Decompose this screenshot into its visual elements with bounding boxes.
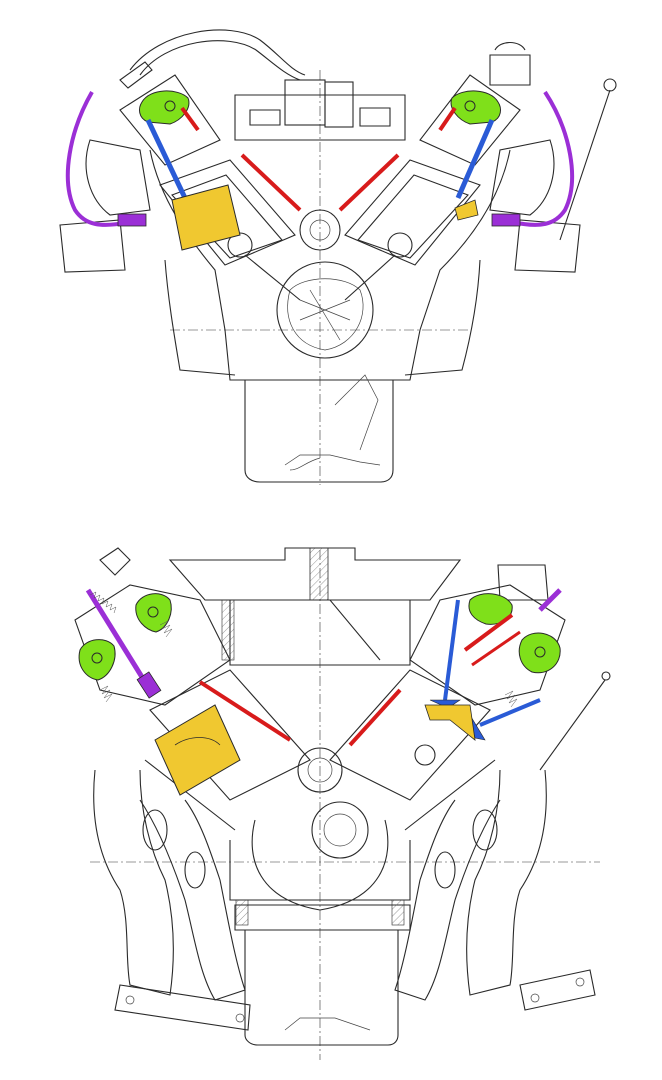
top-right-cylinder-head	[419, 74, 521, 166]
top-right-wrist-pin	[387, 232, 413, 258]
top-left-plug-wire	[65, 90, 131, 227]
top-left-plug-boot	[117, 213, 147, 227]
top-left-lifter-rod	[240, 153, 302, 212]
top-right-plug-wire	[511, 90, 575, 227]
top-engine-block	[149, 149, 511, 381]
top-right-cylinder-bank	[344, 159, 481, 266]
bottom-right-upper-valve-rod	[463, 613, 514, 652]
bottom-right-intake-valve-stem	[443, 599, 460, 701]
bottom-right-cam-cover	[497, 564, 549, 601]
bottom-right-spark-plug	[538, 588, 562, 612]
bottom-left-upper-cam-lobe	[135, 593, 172, 633]
bottom-left-lower-cam-lobe	[78, 639, 116, 681]
top-left-pushrod	[145, 118, 188, 200]
bottom-right-cylinder-head	[409, 584, 566, 706]
top-oil-pan	[244, 380, 394, 483]
top-camshaft	[299, 209, 341, 251]
top-right-pushrod	[455, 119, 495, 199]
top-left-mount-bracket	[59, 219, 126, 273]
top-right-exhaust	[489, 139, 555, 216]
top-left-valve-stem	[180, 106, 200, 132]
bottom-right-exhaust-headers	[394, 769, 596, 1011]
top-right-mount-bracket	[514, 219, 581, 273]
top-left-exhaust	[85, 139, 151, 216]
bottom-crankshaft-journal	[311, 801, 369, 859]
top-left-rocker-arm	[139, 90, 190, 125]
top-right-lifter-rod	[338, 153, 400, 212]
bottom-intake-plenum	[168, 547, 462, 601]
bottom-right-lower-cam-lobe	[518, 632, 561, 674]
top-crankshaft-counterweight	[276, 261, 374, 359]
bottom-right-combustion-chamber	[424, 704, 476, 741]
top-right-plug-boot	[491, 213, 521, 227]
bottom-left-exhaust-headers	[93, 769, 251, 1031]
bottom-camshaft	[297, 747, 343, 793]
bottom-left-spark-plug	[85, 588, 153, 692]
top-right-piston-crown	[454, 199, 479, 221]
bottom-right-wrist-pin	[414, 744, 436, 766]
bottom-right-exhaust-valve-stem	[479, 698, 541, 727]
bottom-right-cylinder-bank	[329, 669, 491, 801]
bottom-oil-pan	[244, 929, 399, 1046]
bottom-left-piston	[154, 704, 241, 796]
top-right-distributor	[489, 54, 531, 86]
bottom-crankcase	[251, 819, 389, 911]
top-left-cylinder-head	[119, 74, 221, 166]
bottom-left-header-flange	[114, 984, 251, 1031]
top-right-rocker-arm	[450, 90, 501, 125]
bottom-engine-view	[74, 547, 611, 1060]
top-engine-view	[59, 29, 617, 485]
bottom-right-injector-rod	[348, 688, 402, 747]
top-intake-manifold	[234, 94, 406, 141]
top-left-piston	[171, 184, 241, 251]
bottom-left-injector-rod	[198, 680, 292, 742]
top-dipstick	[559, 89, 611, 241]
top-right-valve-stem	[438, 106, 457, 132]
bottom-right-header-flange	[519, 969, 596, 1011]
top-breather-tube	[129, 29, 306, 76]
bottom-right-dipstick	[539, 679, 606, 771]
